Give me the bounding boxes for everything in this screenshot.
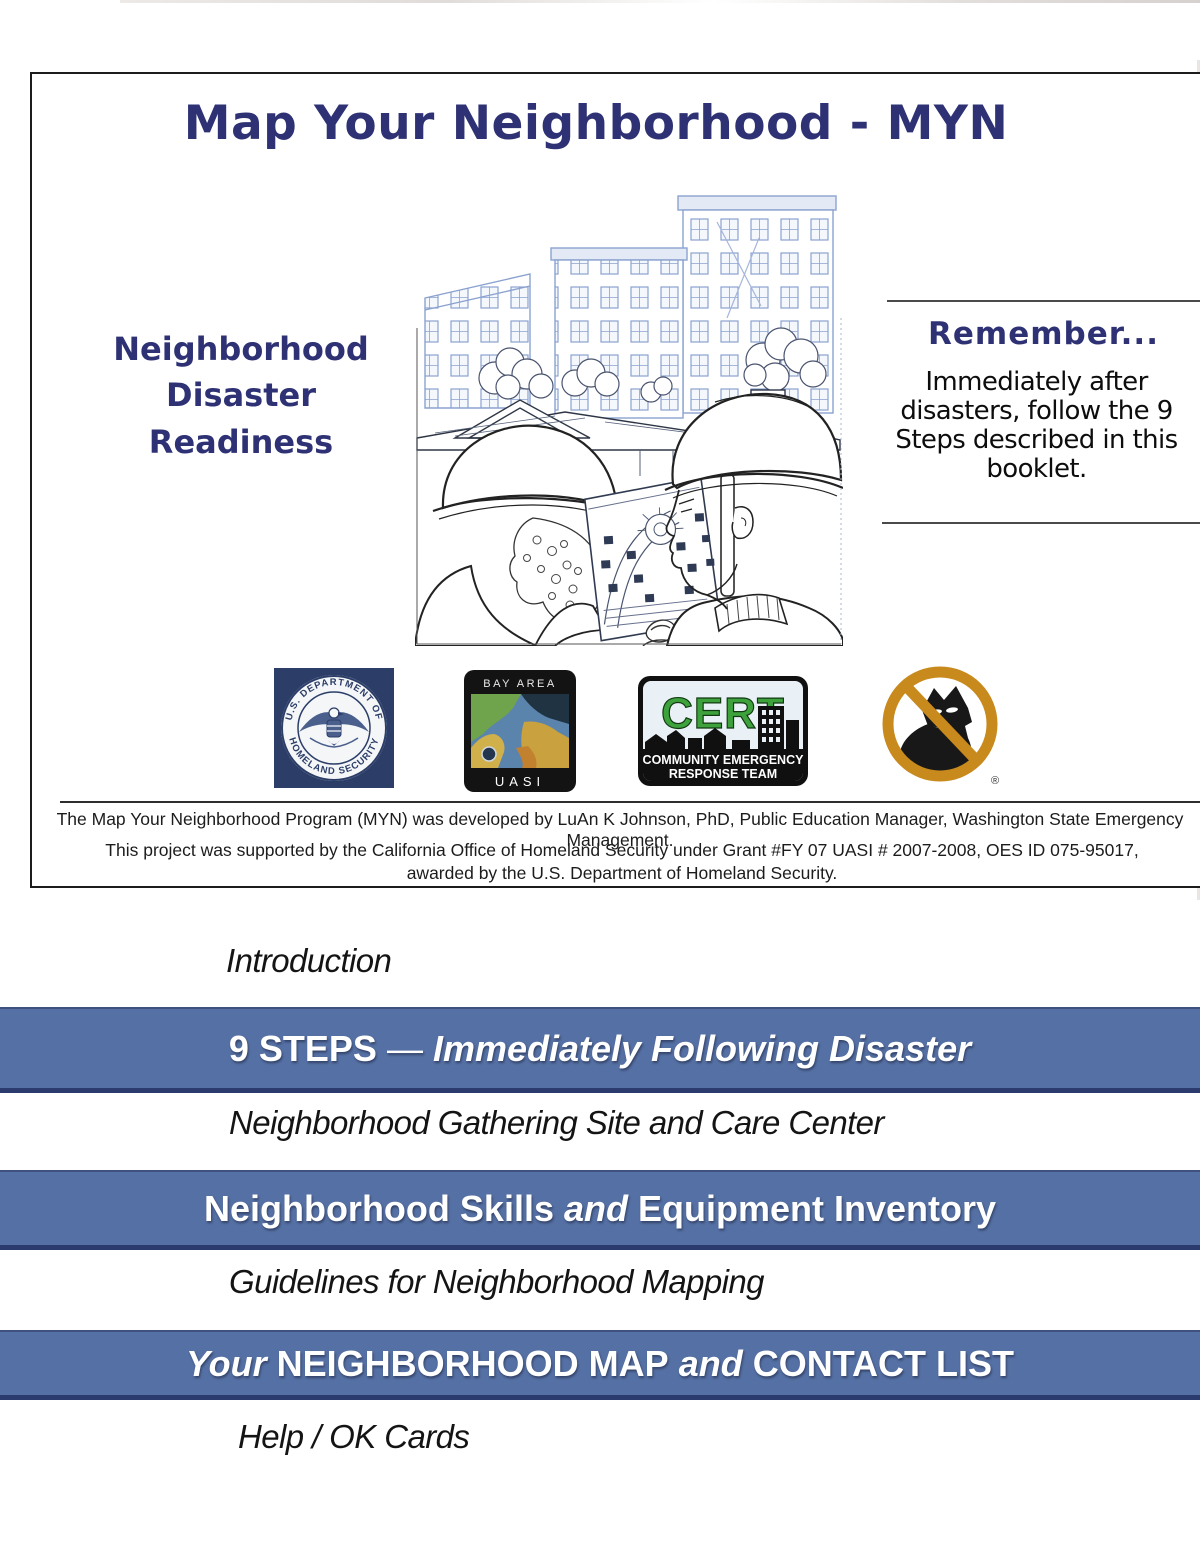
trees [478, 327, 827, 403]
person-right [664, 392, 843, 646]
cover-box: Map Your Neighborhood - MYN Neighborhood… [30, 72, 1200, 888]
sweater-collar [714, 593, 789, 633]
toc-item-help-ok-cards: Help / OK Cards [238, 1418, 470, 1455]
left-heading-line-2: Disaster [166, 376, 316, 415]
cover-illustration [415, 195, 843, 646]
credit-line-1: The Map Your Neighborhood Program (MYN) … [56, 809, 1184, 850]
cert-line1-text: COMMUNITY EMERGENCY [643, 753, 805, 767]
cert-badge-icon: CERT COMMUNITY EMERGENCY RESP [638, 676, 808, 786]
person-left [415, 424, 628, 646]
building-windows [762, 710, 780, 742]
map-lots [601, 513, 715, 603]
toc-bar2-bold1: Neighborhood Skills [203, 1187, 554, 1229]
neighborhood-map [583, 476, 722, 642]
toc-bar-9-steps: 9 STEPS — Immediately Following Disaster [0, 1007, 1200, 1093]
eagle-icon [299, 707, 369, 748]
bay-area-uasi-icon: BAY AREA UASI [464, 670, 576, 792]
beard-texture [523, 535, 582, 610]
remember-divider-bottom [882, 522, 1200, 524]
scan-artifact-top [120, 0, 1200, 3]
toc-bar3-bold1: NEIGHBORHOOD MAP [276, 1342, 669, 1384]
registered-mark: ® [991, 775, 999, 787]
toc-bar1-bold: 9 STEPS [228, 1027, 377, 1069]
uasi-top-text: BAY AREA [483, 678, 556, 690]
toc-bar-map-contact-list: Your NEIGHBORHOOD MAP and CONTACT LIST [0, 1330, 1200, 1400]
toc-item-mapping-guidelines: Guidelines for Neighborhood Mapping [229, 1263, 764, 1300]
hard-hat-right [671, 392, 843, 490]
illustration-frame [416, 318, 842, 645]
toc-bar3-bold2: CONTACT LIST [752, 1342, 1015, 1384]
hard-hat-left [441, 424, 619, 512]
page-title: Map Your Neighborhood - MYN [183, 96, 1009, 151]
toc-item-introduction: Introduction [226, 942, 392, 979]
ear [731, 506, 754, 540]
remember-heading: Remember... [928, 316, 1159, 352]
remember-divider-top [887, 300, 1200, 302]
left-heading: Neighborhood Disaster Readiness [90, 326, 392, 465]
remember-body: Immediately after disasters, follow the … [895, 367, 1178, 485]
satellite-map [471, 694, 569, 768]
toc-bar3-italic1: Your [185, 1342, 277, 1384]
toc-bar3-italic2: and [668, 1342, 753, 1384]
toc-bar1-italic: Immediately Following Disaster [432, 1027, 972, 1069]
toc-bar1-dash: — [376, 1027, 433, 1069]
cert-line2-text: RESPONSE TEAM [669, 767, 777, 781]
dhs-seal-icon: U.S. DEPARTMENT OF HOMELAND SECURITY [274, 668, 394, 788]
left-heading-line-3: Readiness [148, 422, 334, 461]
toc-item-gathering-site: Neighborhood Gathering Site and Care Cen… [229, 1104, 884, 1141]
toc-bar-skills-inventory: Neighborhood Skills and Equipment Invent… [0, 1170, 1200, 1250]
uasi-bottom-text: UASI [495, 774, 545, 789]
left-heading-line-1: Neighborhood [113, 330, 369, 368]
credit-line-2: This project was supported by the Califo… [105, 840, 1139, 883]
toc-bar2-bold2: Equipment Inventory [638, 1187, 997, 1229]
map-fold [720, 473, 735, 597]
toc-bar2-italic: and [553, 1187, 638, 1229]
no-burglar-icon: ® [882, 666, 999, 787]
credits-divider [60, 801, 1200, 803]
